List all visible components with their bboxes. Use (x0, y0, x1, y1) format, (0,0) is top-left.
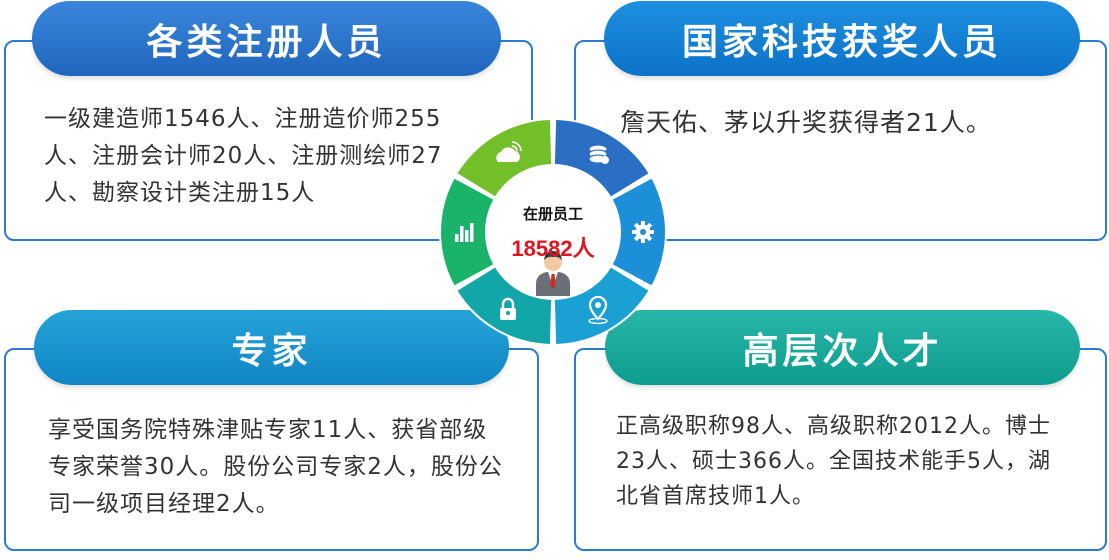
talent-title: 高层次人才 (605, 310, 1080, 385)
wheel-segment (457, 267, 552, 344)
location-pin-icon (588, 295, 608, 325)
awards-title: 国家科技获奖人员 (604, 1, 1080, 76)
experts-title: 专家 (34, 310, 509, 385)
registered-text: 一级建造师1546人、注册造价师255人、注册会计师20人、注册测绘师27人、勘… (44, 106, 443, 206)
staff-wheel (439, 118, 667, 346)
center-value: 18582人 (511, 236, 595, 261)
talent-text: 正高级职称98人、高级职称2012人。博士23人、硕士366人。全国技术能手5人… (616, 414, 1051, 509)
bar-chart-icon (455, 223, 474, 242)
center-label: 在册员工 (522, 206, 583, 223)
wheel-segment (554, 267, 649, 344)
wheel-icons (455, 141, 654, 325)
wheel-center (489, 168, 617, 296)
lock-icon (500, 297, 516, 320)
person-avatar-icon (536, 251, 570, 296)
awards-text: 詹天佑、茅以升奖获得者21人。 (620, 108, 992, 137)
registered-title: 各类注册人员 (32, 1, 501, 76)
cloud-wifi-icon (496, 141, 522, 163)
experts-text: 享受国务院特殊津贴专家11人、获省部级专家荣誉30人。股份公司专家2人，股份公司… (48, 417, 503, 517)
gear-icon (632, 221, 654, 243)
database-icon (588, 144, 609, 165)
